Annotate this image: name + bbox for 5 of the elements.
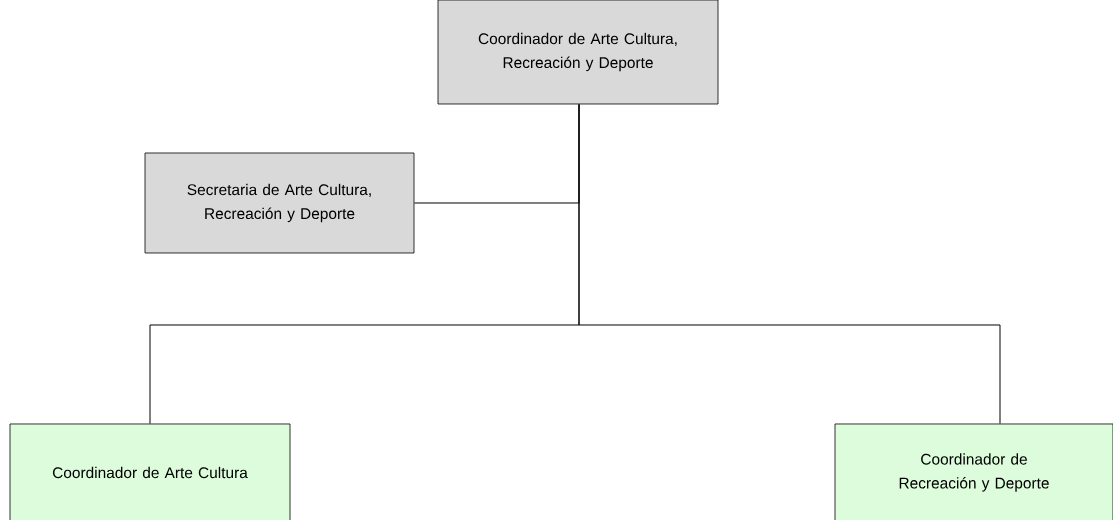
connector-line xyxy=(578,103,1001,425)
position-box: Coordinador de Arte Cultura, Recreación y Deporte xyxy=(437,0,719,105)
position-box: Secretaria de Arte Cultura, Recreación y Deporte xyxy=(144,152,415,254)
position-box: Coordinador de Arte Cultura xyxy=(9,423,291,520)
position-box: Coordinador de Recreación y Deporte xyxy=(834,423,1113,520)
